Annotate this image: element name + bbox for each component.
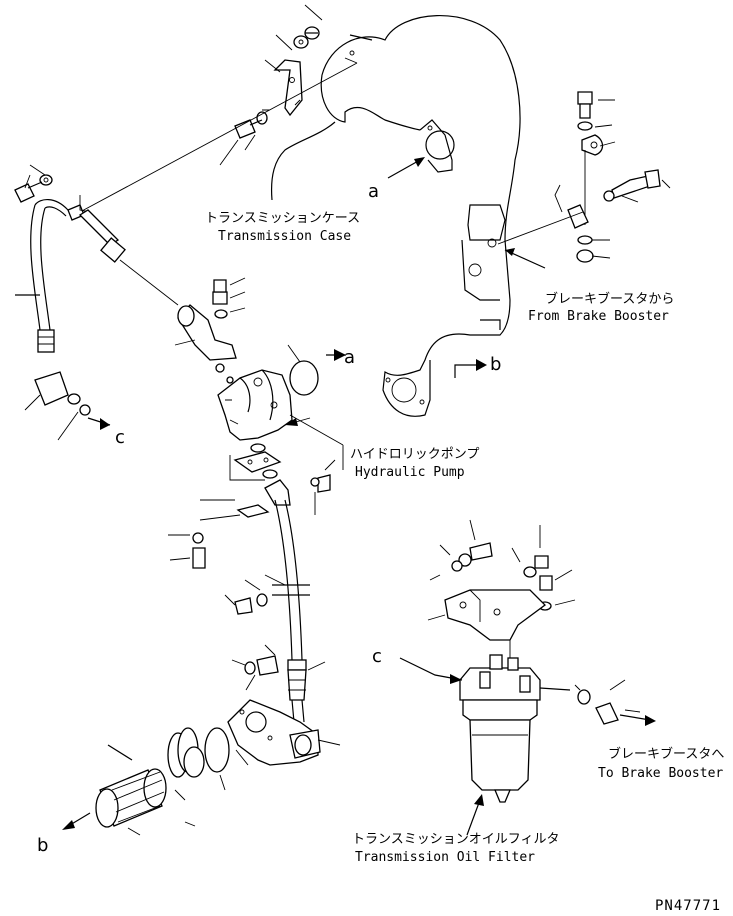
strainer-case	[204, 699, 341, 791]
pump-inlet-flange	[229, 443, 336, 515]
left-hose-assembly	[14, 164, 179, 441]
label-to-brake-booster-jp: ブレーキブースタへ	[608, 746, 724, 762]
label-transmission-case-en: Transmission Case	[218, 229, 351, 244]
label-from-brake-booster-jp: ブレーキブースタから	[545, 291, 674, 307]
ref-a-upper: a	[368, 181, 379, 202]
hydraulic-pump	[217, 344, 346, 470]
label-transmission-case-jp: トランスミッションケース	[205, 211, 360, 226]
suction-tube	[264, 499, 326, 723]
ref-c-hose: c	[115, 427, 125, 448]
label-from-brake-booster-en: From Brake Booster	[528, 309, 669, 324]
tube-clamp-group	[168, 499, 279, 691]
upper-clamp-group	[79, 4, 358, 213]
ref-b-strainer: b	[37, 835, 48, 856]
label-transmission-oil-filter-jp: トランスミッションオイルフィルタ	[352, 832, 559, 847]
part-number: PN47771	[655, 898, 721, 914]
strainer-element	[62, 727, 205, 836]
leader-lines	[387, 157, 487, 378]
label-to-brake-booster-en: To Brake Booster	[598, 766, 723, 781]
label-hydraulic-pump-jp: ハイドロリックポンプ	[350, 447, 479, 462]
ref-a-pump: a	[344, 347, 355, 368]
pump-outlet-elbow	[174, 277, 246, 384]
label-hydraulic-pump-en: Hydraulic Pump	[355, 465, 465, 480]
transmission-case	[270, 15, 521, 417]
ref-b-case: b	[490, 354, 501, 375]
brake-booster-fitting	[497, 91, 671, 269]
ref-c-filter: c	[372, 646, 382, 667]
transmission-oil-filter-body	[399, 654, 656, 836]
oil-filter-bracket	[427, 519, 576, 660]
label-transmission-oil-filter-en: Transmission Oil Filter	[355, 850, 535, 865]
